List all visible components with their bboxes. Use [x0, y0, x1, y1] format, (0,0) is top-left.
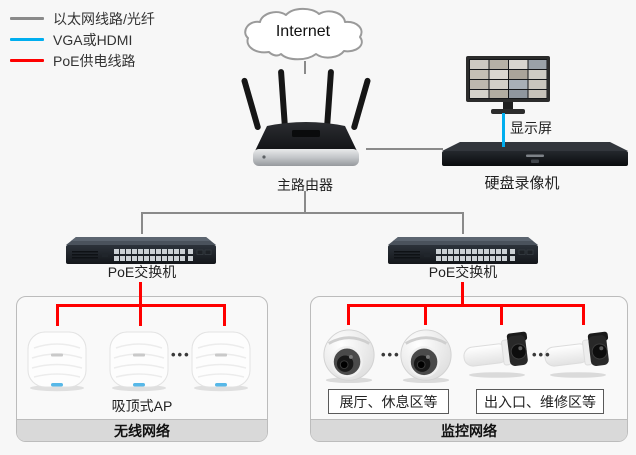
- ceiling-ap-image: [27, 331, 87, 392]
- trunk-horizontal: [141, 212, 464, 214]
- link-router-nvr: [366, 148, 443, 150]
- nvr-label: 硬盘录像机: [484, 175, 560, 192]
- poe-switch-left-label: PoE交换机: [107, 264, 177, 280]
- internet-cloud-icon: [244, 7, 363, 61]
- legend-item-poe: PoE供电线路: [10, 50, 155, 71]
- legend-item-vga-hdmi: VGA或HDMI: [10, 29, 155, 50]
- legend-label: 以太网线路/光纤: [53, 10, 155, 27]
- dome-ellipsis: •••: [381, 347, 401, 362]
- dome-area-label: 展厅、休息区等: [328, 389, 449, 414]
- link-display-nvr: [502, 113, 505, 147]
- poe-right-feed: [461, 282, 464, 307]
- ceiling-ap-image: [191, 331, 251, 392]
- surveillance-zone-title: 监控网络: [311, 419, 627, 441]
- ceiling-ap-label: 吸顶式AP: [111, 398, 173, 414]
- link-internet-router: [304, 61, 306, 74]
- poe-switch-left-image: [66, 237, 216, 264]
- display-label: 显示屏: [510, 120, 552, 136]
- legend-label: PoE供电线路: [53, 52, 136, 69]
- link-trunk-switch-right: [462, 213, 464, 234]
- poe-switch-right-label: PoE交换机: [428, 264, 498, 280]
- link-trunk-switch-left: [141, 213, 143, 234]
- poe-drop-ap3: [223, 306, 226, 326]
- poe-drop-bullet2: [582, 306, 585, 325]
- internet-label: Internet: [275, 23, 331, 40]
- ap-ellipsis: •••: [171, 347, 191, 362]
- poe-left-bus: [56, 304, 226, 307]
- legend-label: VGA或HDMI: [53, 31, 133, 48]
- poe-drop-dome1: [347, 306, 350, 325]
- ceiling-ap-image: [109, 331, 169, 392]
- ethernet-line-swatch: [10, 17, 44, 20]
- router-image: [241, 69, 371, 166]
- bullet-camera-image: [463, 331, 528, 378]
- dome-camera-image: [400, 329, 452, 384]
- dome-camera-image: [323, 329, 375, 384]
- poe-switch-right-image: [388, 237, 538, 264]
- nvr-image: [442, 142, 628, 166]
- router-label: 主路由器: [277, 177, 333, 193]
- legend: 以太网线路/光纤 VGA或HDMI PoE供电线路: [10, 8, 155, 71]
- link-router-trunk: [304, 191, 306, 214]
- wireless-zone-title: 无线网络: [17, 419, 267, 441]
- legend-item-ethernet: 以太网线路/光纤: [10, 8, 155, 29]
- bullet-area-label: 出入口、维修区等: [476, 389, 604, 414]
- poe-line-swatch: [10, 59, 44, 62]
- vga-hdmi-line-swatch: [10, 38, 44, 41]
- display-image: [466, 56, 550, 114]
- poe-drop-dome2: [424, 306, 427, 325]
- poe-drop-bullet1: [500, 306, 503, 325]
- poe-drop-ap1: [56, 306, 59, 326]
- bullet-camera-image: [544, 331, 609, 378]
- poe-right-bus: [347, 304, 585, 307]
- bullet-ellipsis: •••: [532, 347, 552, 362]
